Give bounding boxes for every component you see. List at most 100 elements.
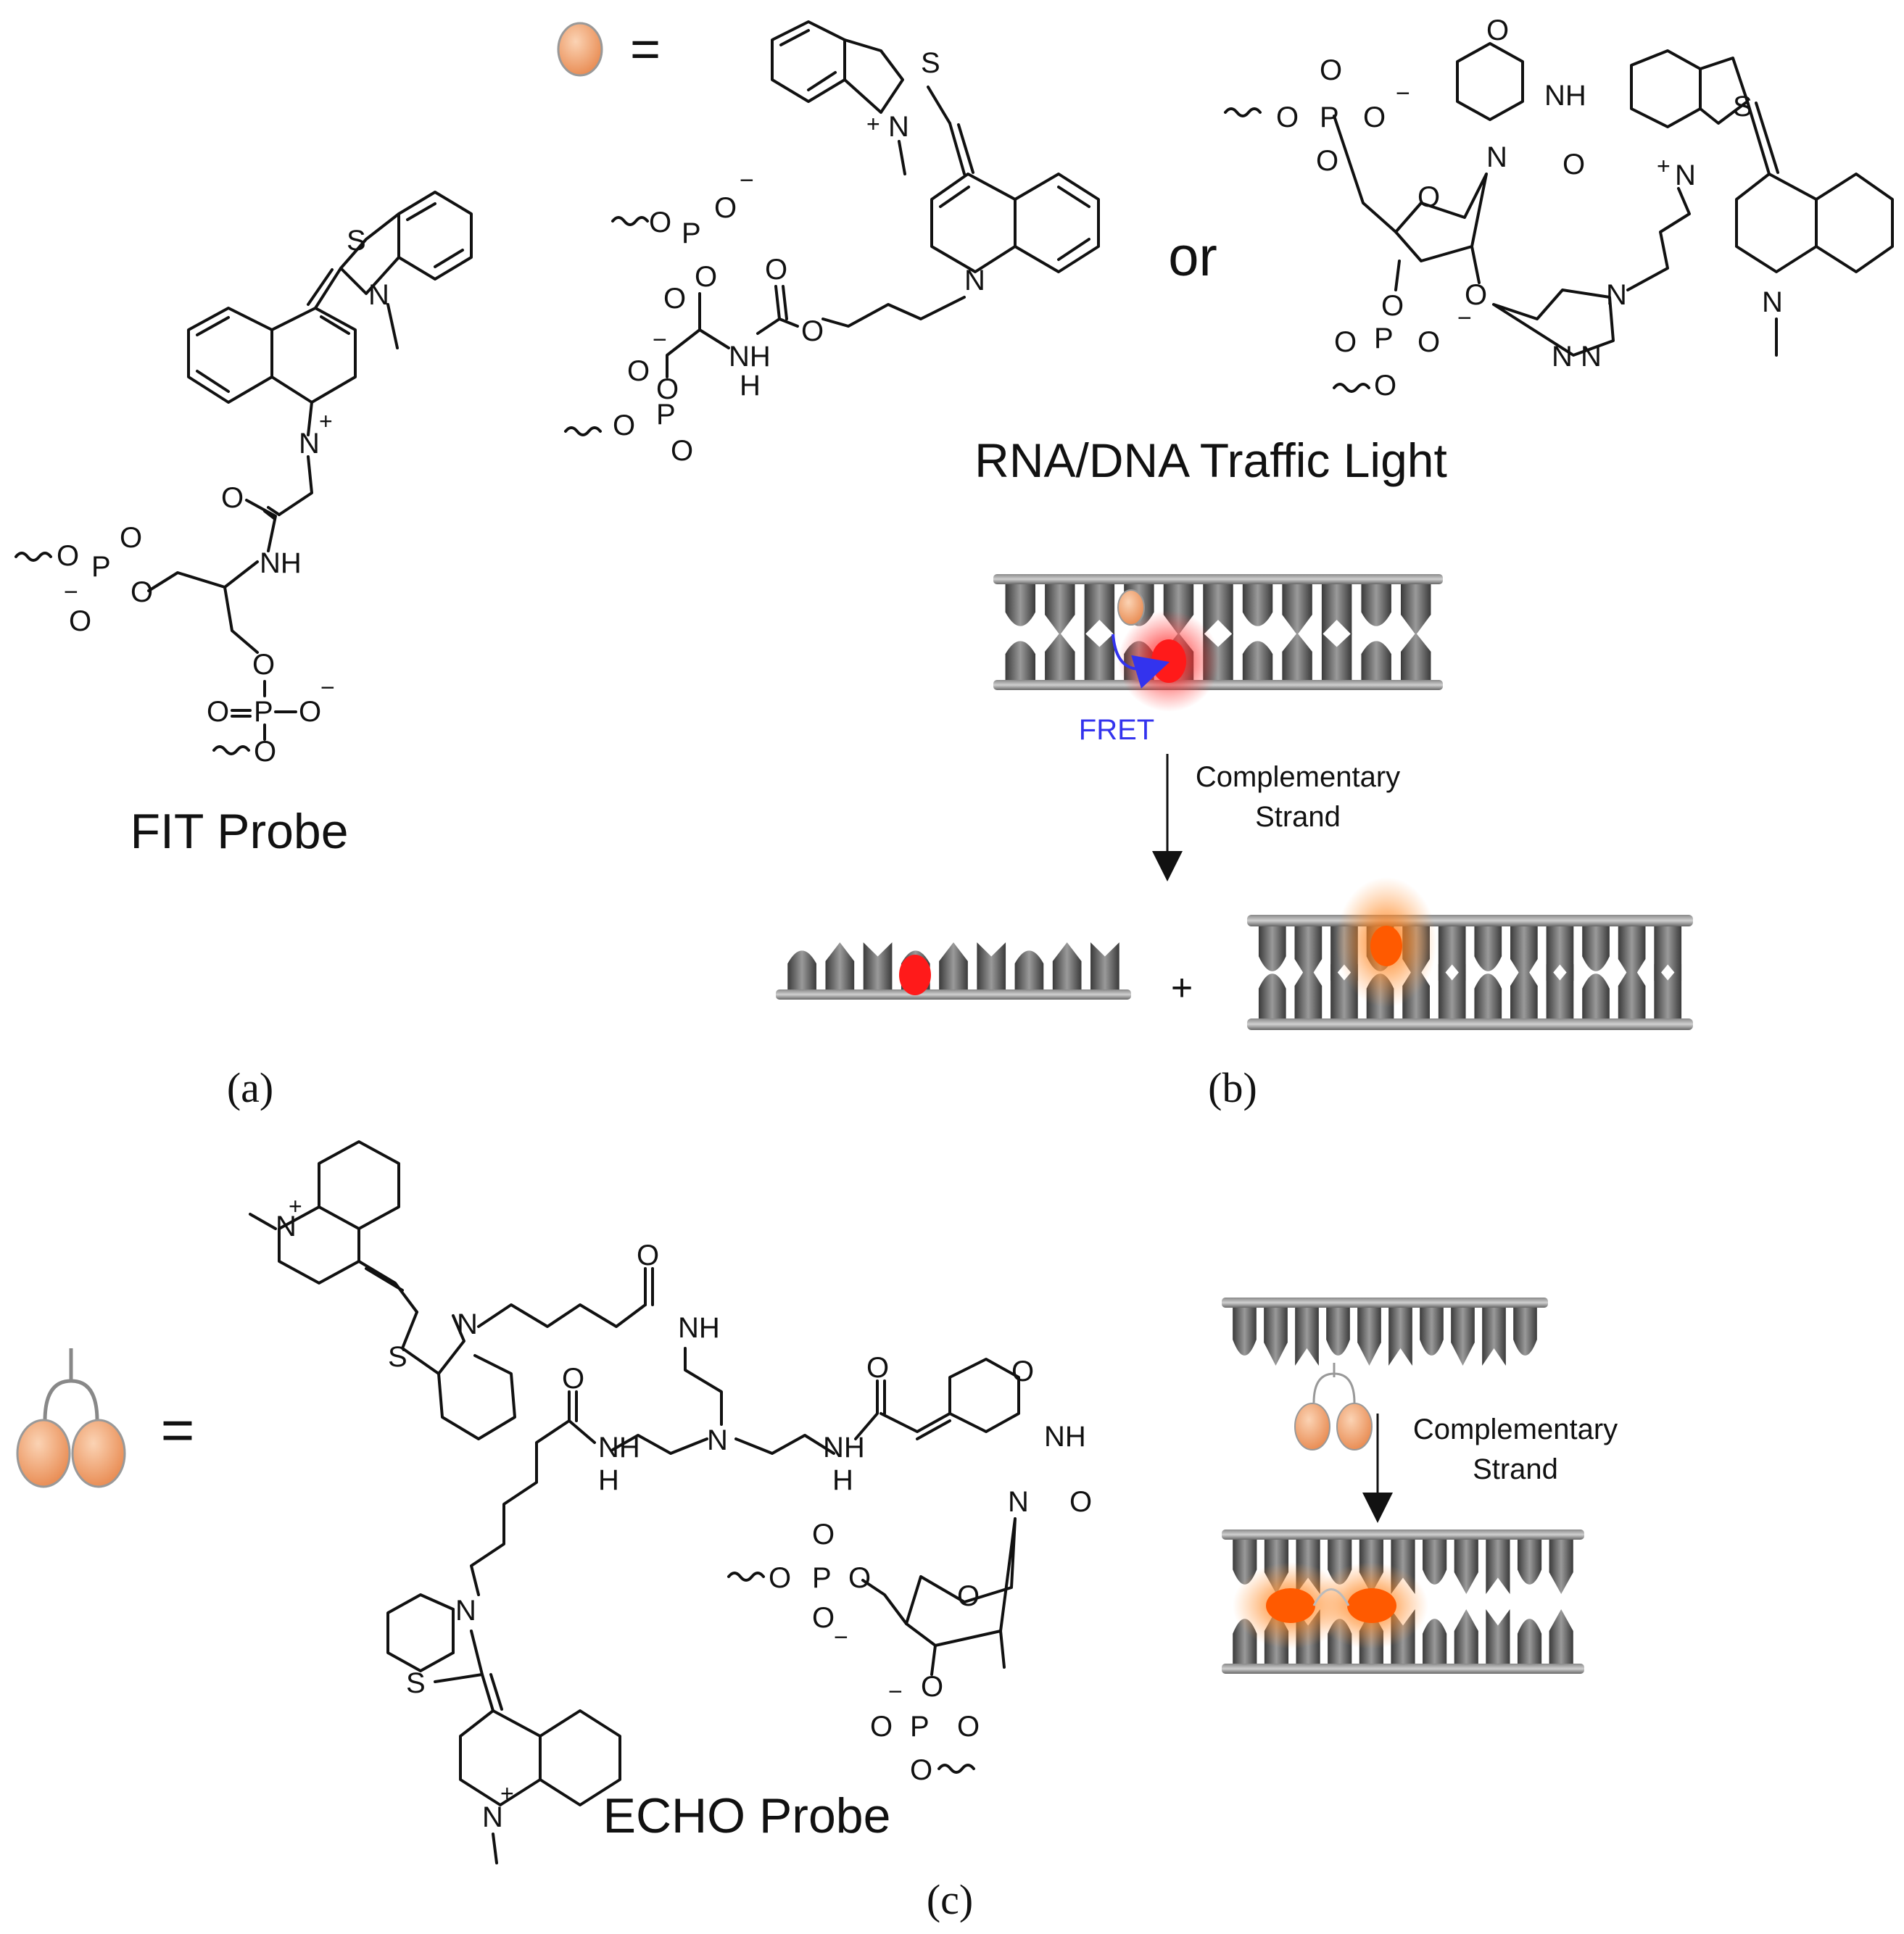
nucleobase (1005, 641, 1035, 680)
nucleobase (1423, 1619, 1447, 1664)
svg-text:−: − (653, 326, 667, 354)
nucleobase (1242, 584, 1273, 626)
nucleobase (1549, 1609, 1573, 1664)
svg-text:O: O (801, 315, 824, 347)
nucleobase (1482, 1308, 1506, 1366)
nucleobase (1045, 633, 1075, 680)
svg-text:N: N (1486, 141, 1507, 173)
svg-text:O: O (910, 1754, 932, 1786)
product-top-rail (1247, 915, 1693, 926)
echo-dye-right (1336, 1403, 1373, 1450)
svg-text:O: O (1363, 101, 1386, 133)
single-strand-bases (787, 942, 1119, 989)
product-bottom-rail (1247, 1018, 1693, 1030)
svg-text:P: P (1374, 323, 1394, 354)
nucleobase (1513, 1308, 1537, 1356)
nucleobase (1618, 926, 1646, 981)
nucleobase (1294, 964, 1323, 1018)
svg-text:O: O (1417, 181, 1440, 213)
echo-top-rail (1222, 1298, 1548, 1308)
svg-text:N: N (455, 1595, 476, 1627)
echo-dye-left (1294, 1403, 1330, 1450)
svg-text:O: O (1465, 279, 1487, 311)
svg-text:O: O (1381, 290, 1404, 322)
nucleobase (787, 950, 816, 989)
echo-probe-structure: N + S N O NH N NH H O N S N + (249, 1140, 1092, 1864)
nucleobase (1258, 974, 1286, 1018)
nucleobase (1517, 1540, 1542, 1585)
svg-text:O: O (221, 482, 244, 514)
svg-text:O: O (957, 1580, 980, 1612)
fret-duplex-before (993, 574, 1443, 712)
nucleobase (1295, 1308, 1319, 1366)
svg-text:O: O (812, 1519, 835, 1551)
nucleobase (1549, 1540, 1573, 1594)
svg-text:O: O (769, 1562, 791, 1594)
svg-text:O: O (627, 355, 650, 387)
nucleobase (1045, 584, 1075, 635)
panel-label-c: (c) (927, 1876, 973, 1923)
nucleobase (1454, 1609, 1478, 1664)
nucleobase (1361, 584, 1391, 626)
svg-text:NH: NH (598, 1432, 640, 1464)
nucleobase (1084, 584, 1115, 635)
svg-text:O: O (1316, 145, 1338, 177)
svg-text:S: S (406, 1667, 426, 1699)
svg-text:O: O (1011, 1356, 1034, 1387)
svg-text:H: H (598, 1464, 619, 1496)
nucleobase (1582, 974, 1610, 1018)
svg-text:+: + (1657, 153, 1671, 179)
panel-label-b: (b) (1208, 1064, 1257, 1111)
plus-sign: + (1171, 967, 1193, 1009)
svg-text:+: + (500, 1780, 514, 1806)
nucleobase (1486, 1609, 1510, 1664)
nucleobase (1321, 584, 1352, 635)
svg-text:O: O (1562, 149, 1585, 180)
nucleobase (1326, 1308, 1350, 1356)
nucleobase (1510, 964, 1538, 1018)
svg-text:P: P (910, 1711, 930, 1743)
product-top-bases (1258, 926, 1682, 981)
nucleobase (1438, 926, 1466, 981)
nucleobase (1546, 964, 1574, 1018)
single-strand-product (776, 942, 1131, 1000)
svg-text:O: O (671, 435, 693, 467)
svg-text:−: − (1457, 304, 1472, 332)
svg-text:O: O (613, 410, 635, 441)
nucleobase (1654, 926, 1682, 981)
svg-text:O: O (1374, 370, 1396, 402)
svg-text:NH: NH (729, 341, 771, 373)
complementary-label-b: Complementary (1196, 761, 1400, 793)
nucleobase (1486, 1540, 1510, 1594)
strand-label-b: Strand (1255, 801, 1341, 833)
nucleobase (1451, 1308, 1475, 1366)
orange-dye-b (1370, 926, 1402, 966)
nucleobase (1242, 641, 1273, 680)
nucleobase (1233, 1540, 1257, 1585)
red-acceptor-dye (1151, 639, 1186, 683)
svg-text:H: H (832, 1464, 853, 1496)
nucleobase (1454, 1540, 1478, 1594)
svg-text:N: N (1008, 1486, 1029, 1518)
svg-text:−: − (320, 674, 335, 702)
svg-text:N: N (1606, 279, 1627, 311)
duplex-bottom-rail (993, 680, 1443, 690)
svg-text:O: O (120, 522, 142, 554)
svg-text:O: O (562, 1363, 584, 1395)
duplex-top-bases (1005, 584, 1431, 635)
nucleobase (1321, 633, 1352, 680)
fit-probe-label: FIT Probe (130, 804, 348, 859)
fret-arrow (1112, 634, 1170, 689)
nucleobase (1014, 950, 1044, 989)
nucleobase (1423, 1540, 1447, 1585)
svg-text:O: O (714, 192, 737, 224)
svg-text:+: + (319, 408, 333, 434)
svg-text:O: O (252, 649, 275, 681)
svg-text:P: P (254, 696, 273, 728)
svg-text:O: O (1320, 54, 1342, 86)
svg-text:N: N (1762, 286, 1783, 318)
traffic-light-label: RNA/DNA Traffic Light (974, 433, 1447, 487)
complementary-label-c: Complementary (1413, 1414, 1618, 1445)
or-label: or (1168, 226, 1217, 288)
traffic-light-structure-2: O NH O N O O P O O − O O P O O − O O N N… (1224, 14, 1894, 402)
